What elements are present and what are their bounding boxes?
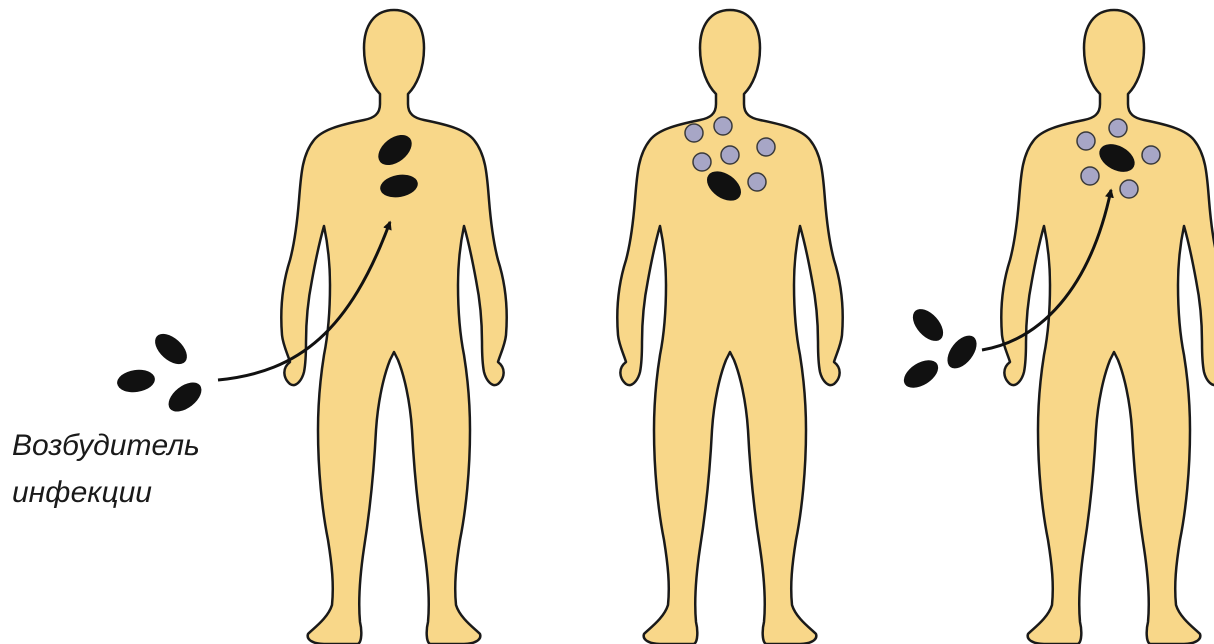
immune-cell bbox=[1077, 132, 1095, 150]
figure-1 bbox=[281, 10, 506, 644]
immune-cell bbox=[1142, 146, 1160, 164]
immune-cell bbox=[748, 173, 766, 191]
incoming-pathogens-3 bbox=[899, 304, 982, 394]
immune-cell bbox=[721, 146, 739, 164]
human-silhouette bbox=[281, 10, 506, 644]
immune-cell bbox=[714, 117, 732, 135]
pathogen bbox=[116, 367, 157, 394]
human-silhouette bbox=[617, 10, 842, 644]
figure-2 bbox=[617, 10, 842, 644]
pathogen bbox=[942, 330, 983, 373]
pathogen-label-line1: Возбудитель bbox=[12, 429, 200, 462]
pathogen bbox=[150, 328, 193, 370]
pathogen bbox=[899, 355, 943, 394]
immune-cell bbox=[1120, 180, 1138, 198]
immune-cell bbox=[685, 124, 703, 142]
immune-cell bbox=[757, 138, 775, 156]
immune-cell bbox=[693, 153, 711, 171]
immune-cell bbox=[1081, 167, 1099, 185]
pathogen bbox=[907, 304, 949, 347]
immune-cell bbox=[1109, 119, 1127, 137]
incoming-pathogens-1 bbox=[116, 328, 207, 417]
pathogen-label-line2: инфекции bbox=[12, 476, 152, 509]
pathogen bbox=[163, 377, 206, 418]
pathogen-label: Возбудитель инфекции bbox=[12, 429, 200, 509]
